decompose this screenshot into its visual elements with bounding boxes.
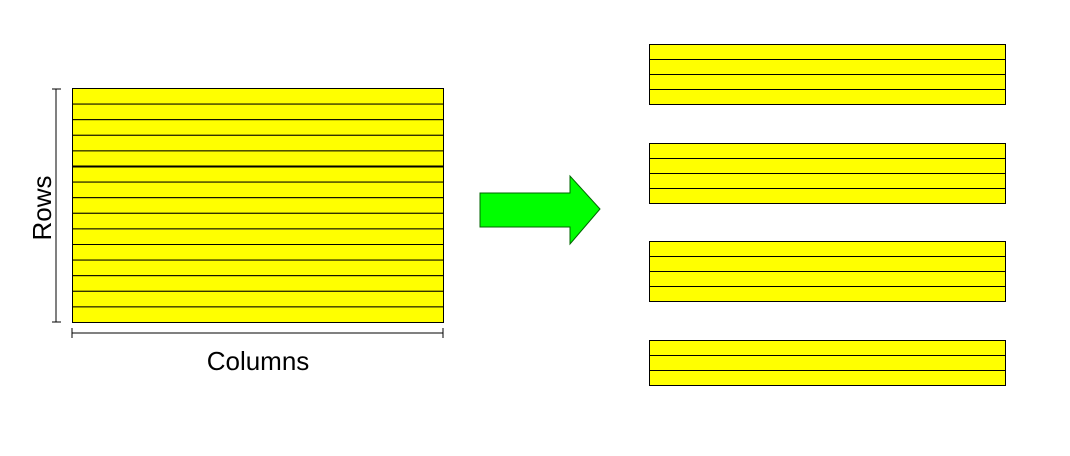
partition-group — [649, 44, 1006, 105]
table-row — [72, 166, 444, 183]
table-row — [72, 228, 444, 245]
partition-row — [649, 89, 1006, 105]
partition-row — [649, 158, 1006, 174]
rows-axis-label: Rows — [27, 175, 57, 240]
partition-row — [649, 74, 1006, 90]
partition-row — [649, 355, 1006, 371]
rows-axis: Rows — [27, 88, 61, 323]
partition-row — [649, 59, 1006, 75]
table-row — [72, 212, 444, 230]
table-row — [72, 181, 444, 199]
partition-row — [649, 241, 1006, 257]
partition-row — [649, 340, 1006, 356]
partition-row — [649, 256, 1006, 272]
table-row — [72, 88, 444, 105]
table-row — [72, 103, 444, 121]
partition-row — [649, 44, 1006, 60]
partition-row — [649, 286, 1006, 302]
partition-row — [649, 188, 1006, 204]
partition-row — [649, 370, 1006, 386]
table-row — [72, 259, 444, 277]
columns-axis: Columns — [71, 328, 444, 376]
partition-row — [649, 173, 1006, 189]
table-row — [72, 306, 444, 323]
partition-arrow — [479, 174, 601, 246]
partition-group — [649, 241, 1006, 302]
table-row — [72, 134, 444, 152]
partition-row — [649, 271, 1006, 287]
partition-group — [649, 340, 1006, 386]
table-row — [72, 275, 444, 292]
columns-axis-label: Columns — [207, 346, 310, 376]
partition-row — [649, 143, 1006, 159]
table-row — [72, 244, 444, 261]
table-row — [72, 150, 444, 167]
partition-groups — [649, 44, 1006, 386]
table-row — [72, 290, 444, 308]
table-row — [72, 197, 444, 214]
table-row — [72, 119, 444, 136]
partition-group — [649, 143, 1006, 204]
source-table — [72, 88, 444, 323]
